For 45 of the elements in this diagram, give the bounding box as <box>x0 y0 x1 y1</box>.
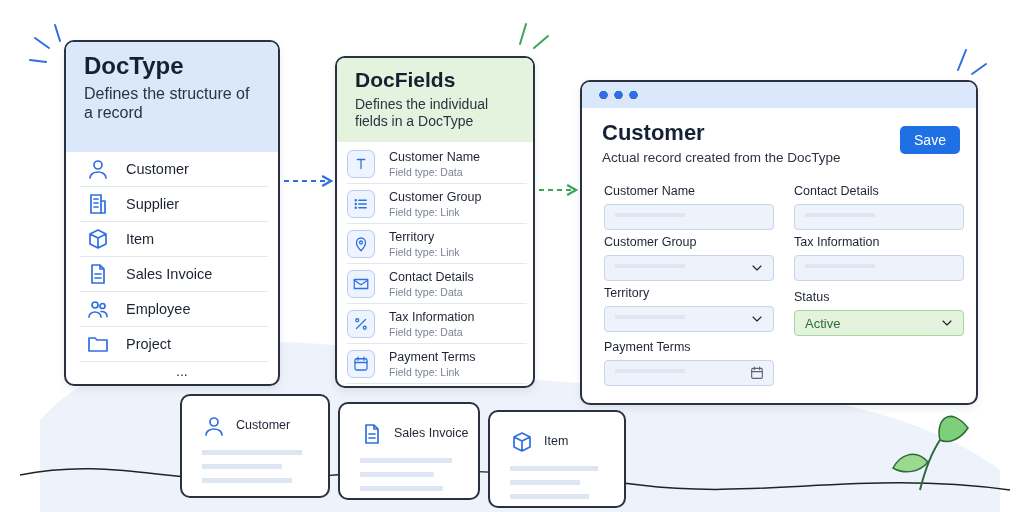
field-name: Customer Name <box>389 149 480 164</box>
document-card <box>180 394 330 498</box>
field-type: Field type: Link <box>389 245 460 258</box>
ellipsis-text: ... <box>176 363 188 379</box>
field-name: Customer Group <box>389 189 482 204</box>
field-name: Payment Terms <box>389 349 476 364</box>
field-label: Customer Name <box>604 184 695 198</box>
card-description: Defines the structure of a record <box>84 84 251 123</box>
item-label: Employee <box>126 301 191 317</box>
item-label: Supplier <box>126 196 180 212</box>
card-title: DocType <box>84 52 185 80</box>
field-label: Tax Information <box>794 235 880 249</box>
selected-value: Active <box>805 316 841 331</box>
field-type: Field type: Link <box>389 205 461 218</box>
field-type: Field type: Link <box>389 365 461 378</box>
card-description: Defines the individual fields in a DocType <box>355 96 490 130</box>
card-title: Item <box>544 434 569 448</box>
field-name: Tax Information <box>389 309 475 324</box>
card <box>335 56 535 388</box>
document-card <box>338 402 480 500</box>
item-label: Project <box>126 336 172 352</box>
card-title: DocFields <box>355 68 457 92</box>
dashed-arrow <box>538 183 578 197</box>
dashed-arrow <box>283 174 333 188</box>
field-name: Contact Details <box>389 269 474 284</box>
field-name: Territory <box>389 229 436 244</box>
item-label: Customer <box>126 161 189 177</box>
document-card <box>488 410 626 508</box>
item-label: Item <box>126 231 155 247</box>
field-label: Customer Group <box>604 235 697 249</box>
card-title: Customer <box>236 418 291 432</box>
card <box>64 40 280 386</box>
field-label: Payment Terms <box>604 340 691 354</box>
field-label: Contact Details <box>794 184 879 198</box>
window-frame <box>580 80 978 405</box>
field-label: Status <box>794 290 830 304</box>
card-title: Sales Invoice <box>394 426 469 440</box>
item-label: Sales Invoice <box>126 266 213 282</box>
window-title: Customer <box>602 120 705 146</box>
save-button: Save <box>900 126 960 154</box>
field-type: Field type: Data <box>389 325 464 338</box>
field-label: Territory <box>604 286 650 300</box>
window-subtitle: Actual record created from the DocType <box>602 150 841 165</box>
field-type: Field type: Data <box>389 165 464 178</box>
field-type: Field type: Data <box>389 285 464 298</box>
